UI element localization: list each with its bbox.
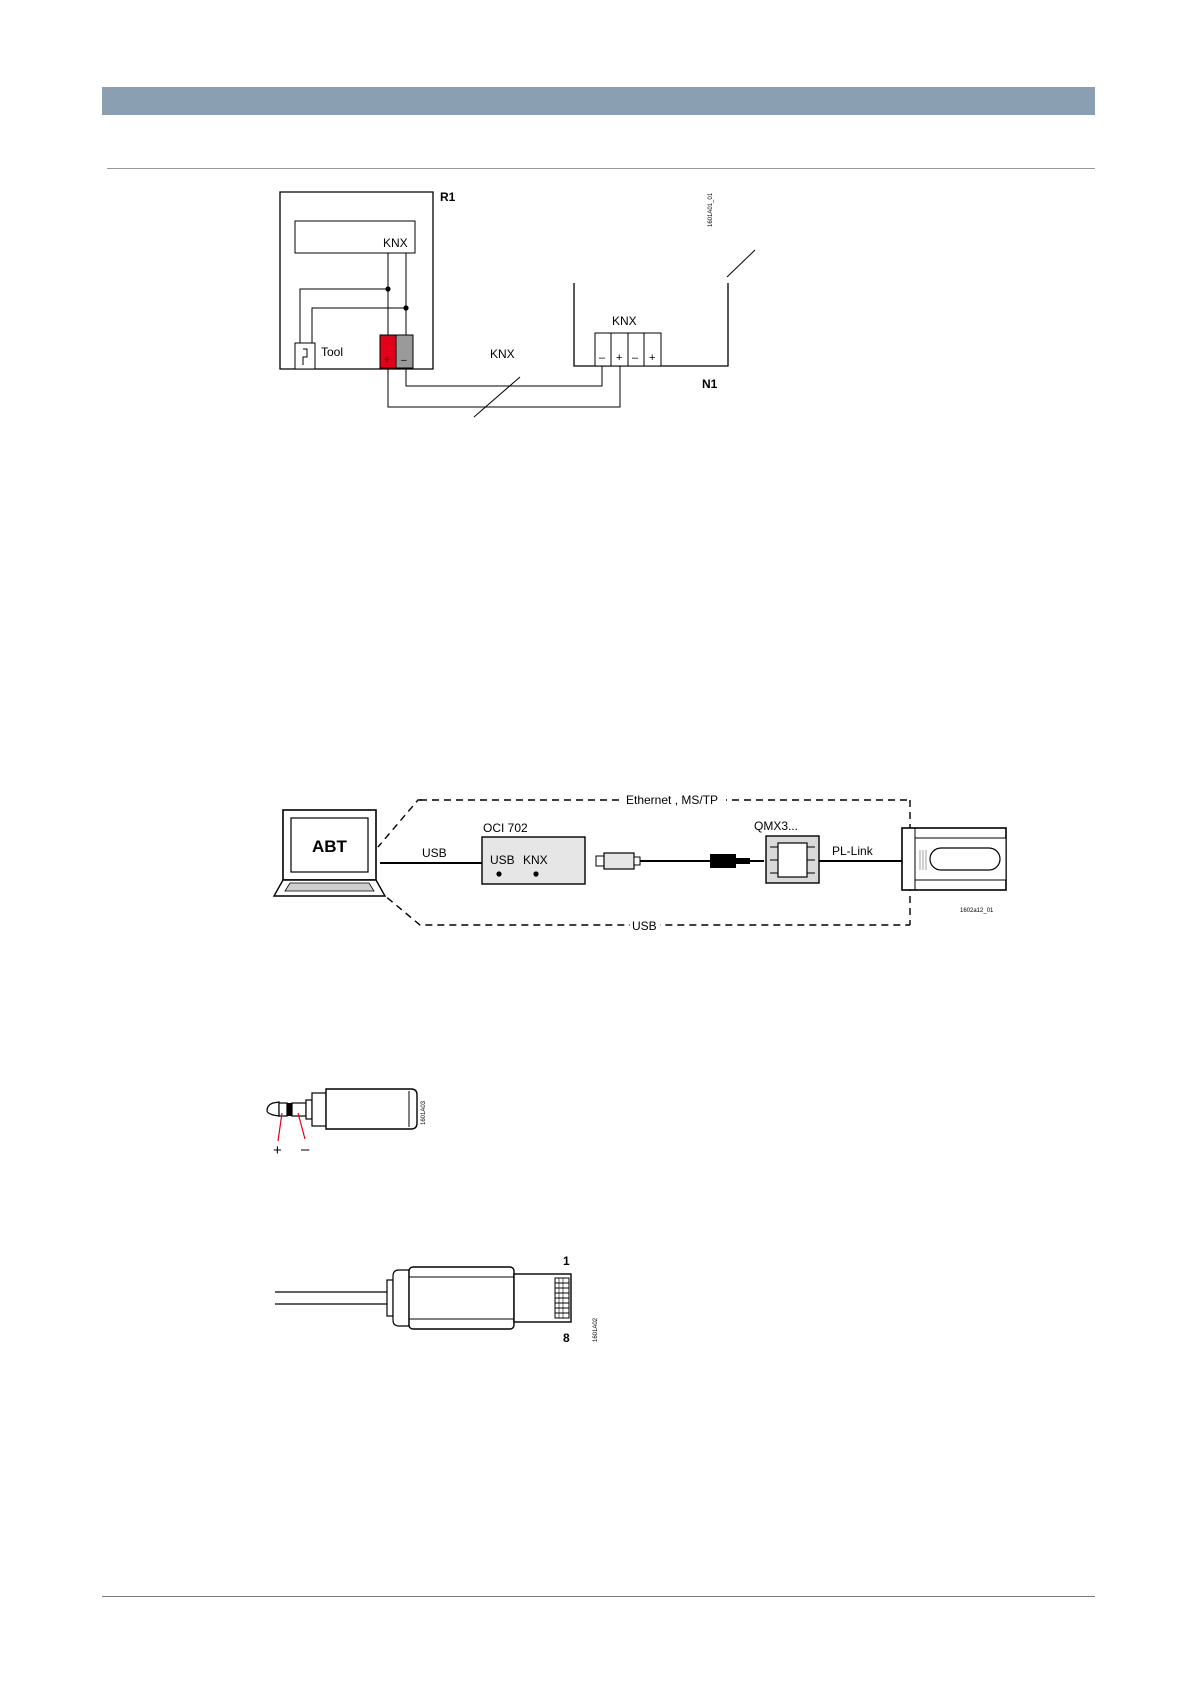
network-label: Ethernet , MS/TP <box>626 793 718 807</box>
jack-plug-diagram: + – 1601A03 <box>265 1085 435 1160</box>
oci702-port-usb: USB <box>490 853 515 867</box>
topology-diagram: Ethernet , MS/TP USB ABT USB OCI 702 USB… <box>270 790 1030 940</box>
jack-minus-label: – <box>301 1141 310 1158</box>
wiring-figure-code: 1601A01_01 <box>708 192 714 227</box>
jack-connector-icon <box>710 854 764 868</box>
tool-label: Tool <box>321 345 343 359</box>
terminal-sign-4: + <box>649 352 655 364</box>
oci702-port-knx: KNX <box>523 853 548 867</box>
usb-bottom-label: USB <box>632 919 657 933</box>
rj45-pin-first: 1 <box>563 1254 570 1268</box>
n1-terminal-header: KNX <box>612 314 637 328</box>
grey-terminal-sign: – <box>401 355 407 366</box>
tool-socket <box>295 343 315 369</box>
header-band <box>102 87 1095 115</box>
terminal-sign-2: + <box>616 352 622 364</box>
topology-figure-code: 1602a12_01 <box>960 908 994 914</box>
rj45-figure-code: 1601A02 <box>593 1317 599 1342</box>
controller-device <box>902 828 1006 890</box>
header-rule <box>107 168 1095 169</box>
rj45-pin-last: 8 <box>563 1331 570 1345</box>
qmx3-device <box>766 836 819 883</box>
qmx-label: QMX3... <box>754 819 798 833</box>
rj45-contacts <box>555 1278 569 1318</box>
pl-link-label: PL-Link <box>832 844 874 858</box>
oci702-title: OCI 702 <box>483 821 528 835</box>
n1-terminal-block: – + – + <box>595 333 661 366</box>
red-terminal-sign: + <box>384 355 390 366</box>
terminal-sign-1: – <box>599 352 606 364</box>
knx-wiring-diagram: R1 KNX Tool + – KNX KNX – + – + N1 1601A… <box>270 185 730 430</box>
r1-label: R1 <box>440 190 456 204</box>
bus-knx-label: KNX <box>490 347 515 361</box>
terminal-sign-3: – <box>632 352 639 364</box>
usb-plug-icon <box>596 853 640 869</box>
jack-plus-label: + <box>273 1142 282 1159</box>
rj45-plug-diagram: 1 8 1601A02 <box>275 1250 605 1350</box>
n1-label: N1 <box>702 377 718 391</box>
r1-knx-label: KNX <box>383 236 408 250</box>
footer-rule <box>102 1596 1095 1597</box>
usb-cable-label: USB <box>422 846 447 860</box>
laptop-label: ABT <box>312 837 348 856</box>
jack-figure-code: 1601A03 <box>421 1100 427 1125</box>
